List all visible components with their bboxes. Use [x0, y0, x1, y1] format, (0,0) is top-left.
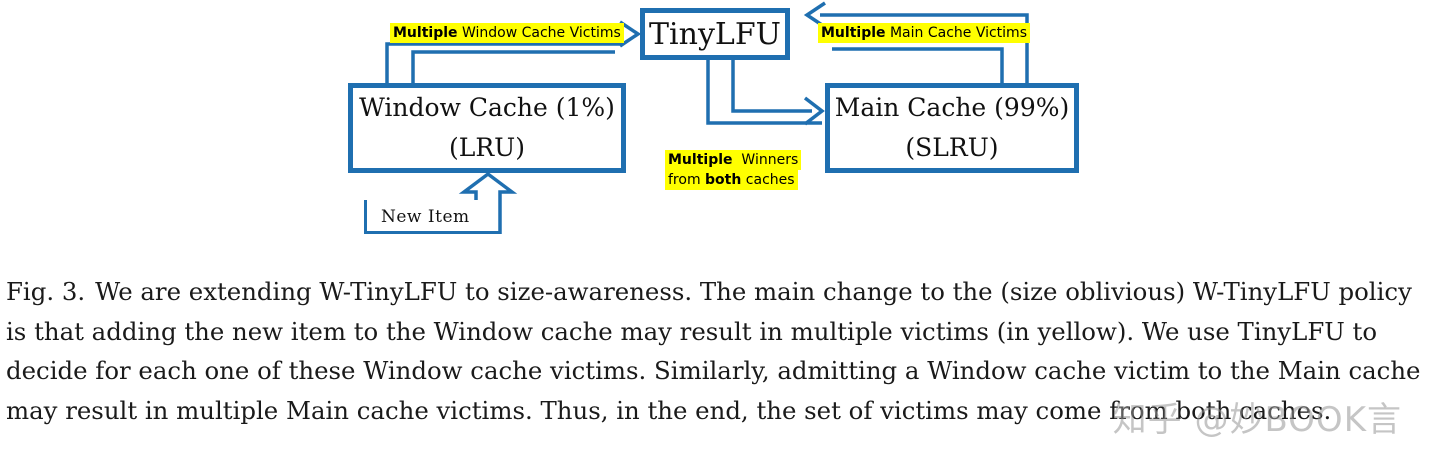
- watermark: 知乎 @妙BOOK言: [1112, 400, 1402, 440]
- main-cache-title: Main Cache (99%): [834, 93, 1070, 122]
- tinylfu-box: TinyLFU: [640, 8, 790, 60]
- window-cache-policy: (LRU): [448, 133, 525, 162]
- winners-line2-bold: both: [705, 172, 742, 188]
- main-to-tinylfu-arrow-inner: [832, 47, 1004, 83]
- main-cache-policy: (SLRU): [905, 133, 999, 162]
- main-to-tinylfu-arrow: [820, 13, 1029, 83]
- window-to-tinylfu-arrow-inner: [411, 50, 615, 83]
- winners-label-line1: Multiple Winners: [665, 150, 802, 170]
- main-victims-text: Main Cache Victims: [885, 25, 1027, 41]
- tinylfu-label: TinyLFU: [649, 16, 781, 52]
- figure-number: Fig. 3.: [6, 277, 86, 306]
- main-cache-box: Main Cache (99%) (SLRU): [825, 83, 1079, 173]
- window-victims-bold: Multiple: [393, 25, 458, 41]
- new-item-arrow: [458, 171, 518, 234]
- window-victims-text: Window Cache Victims: [457, 25, 621, 41]
- main-victims-bold: Multiple: [821, 25, 886, 41]
- tinylfu-to-main-arrowhead: [803, 96, 825, 126]
- new-item-box: New Item: [364, 200, 500, 234]
- window-victims-label: Multiple Window Cache Victims: [390, 23, 624, 43]
- winners-line2-pre: from: [668, 172, 706, 188]
- main-victims-label: Multiple Main Cache Victims: [818, 23, 1030, 43]
- winners-text: Winners: [732, 152, 799, 168]
- window-to-tinylfu-arrowhead: [619, 20, 642, 48]
- new-item-label: New Item: [381, 207, 470, 227]
- window-cache-title: Window Cache (1%): [359, 93, 615, 122]
- tinylfu-to-main-arrow: [731, 60, 812, 113]
- window-cache-box: Window Cache (1%) (LRU): [348, 83, 626, 173]
- winners-label-line2: from both caches: [665, 170, 798, 190]
- winners-bold: Multiple: [668, 152, 733, 168]
- caption-text: We are extending W-TinyLFU to size-aware…: [6, 277, 1421, 425]
- window-to-tinylfu-arrow: [385, 42, 623, 83]
- figure-caption: Fig. 3.We are extending W-TinyLFU to siz…: [6, 272, 1436, 430]
- tinylfu-to-main-arrow-lower: [706, 60, 822, 125]
- winners-line2-post: caches: [741, 172, 795, 188]
